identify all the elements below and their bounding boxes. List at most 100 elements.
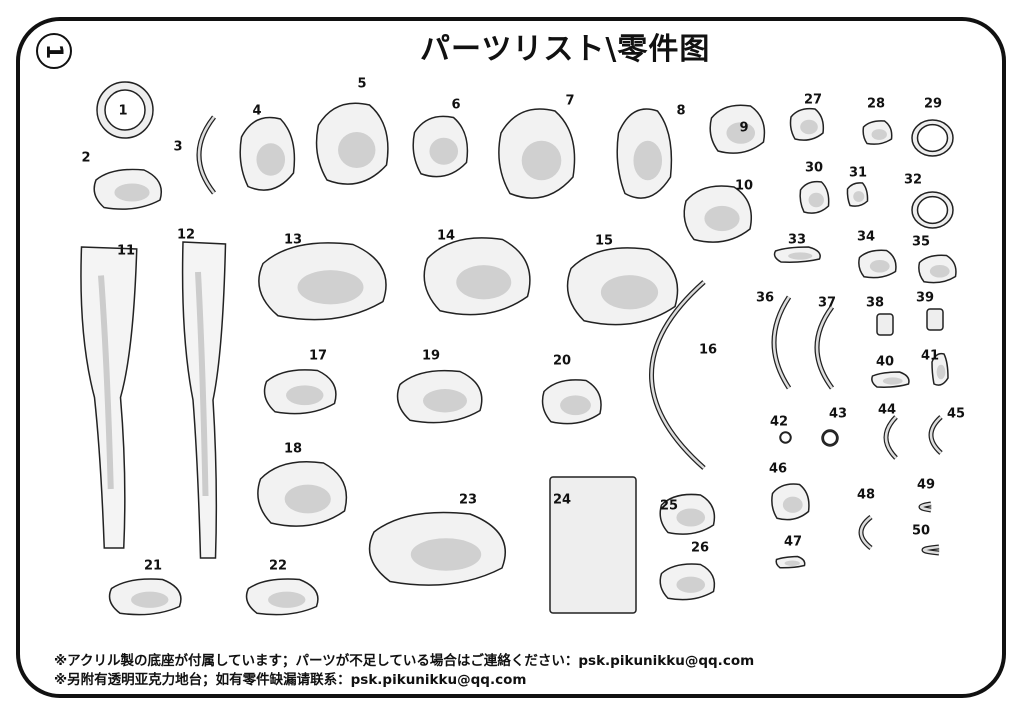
- part-shape: [926, 308, 944, 331]
- part-number-label: 41: [920, 348, 940, 364]
- part-17-illustration: [258, 365, 343, 420]
- part-shape: [918, 501, 932, 513]
- part-shape: [258, 242, 387, 321]
- part-shape: [709, 104, 766, 154]
- part-shape: [396, 369, 483, 424]
- page-title: パーツリスト\零件图: [420, 32, 711, 67]
- part-19-illustration: [390, 365, 490, 430]
- part-7-illustration: [492, 100, 582, 210]
- part-5-illustration: [310, 95, 395, 195]
- part-number-label: 45: [946, 406, 966, 422]
- page-number: 1: [41, 43, 67, 59]
- part-shape: [549, 476, 637, 614]
- part-shape: [181, 241, 227, 559]
- part-shape: [858, 249, 897, 279]
- part-3-illustration: [190, 115, 220, 195]
- part-number-label: 26: [690, 540, 710, 556]
- part-shape: [80, 246, 138, 549]
- part-number-label: 7: [565, 93, 575, 109]
- part-shape: [883, 415, 898, 460]
- part-number-label: 30: [804, 160, 824, 176]
- part-shape: [814, 305, 835, 390]
- part-number-label: 24: [552, 492, 572, 508]
- part-39-illustration: [925, 307, 945, 332]
- part-number-label: 18: [283, 441, 303, 457]
- part-number-label: 10: [734, 178, 754, 194]
- note-chinese: ※另附有透明亚克力地台；如有零件缺漏请联系：psk.pikunikku@qq.c…: [54, 672, 527, 688]
- part-number-label: 44: [877, 402, 897, 418]
- part-number-label: 43: [828, 406, 848, 422]
- part-25-illustration: [655, 490, 720, 540]
- part-number-label: 20: [552, 353, 572, 369]
- part-number-label: 40: [875, 354, 895, 370]
- part-number-label: 39: [915, 290, 935, 306]
- part-number-label: 2: [81, 150, 91, 166]
- note-japanese: ※アクリル製の底座が付属しています；パーツが不足している場合はご連絡ください：p…: [54, 653, 755, 669]
- part-49-illustration: [915, 497, 935, 513]
- part-35-illustration: [915, 252, 960, 287]
- part-shape: [498, 108, 576, 199]
- part-14-illustration: [415, 230, 540, 325]
- part-30-illustration: [797, 178, 832, 218]
- part-shape: [93, 168, 162, 210]
- part-number-label: 47: [783, 534, 803, 550]
- part-27-illustration: [787, 105, 827, 145]
- part-shape: [911, 119, 954, 157]
- part-shape: [239, 116, 296, 191]
- part-41-illustration: [930, 350, 950, 390]
- part-number-label: 16: [698, 342, 718, 358]
- part-34-illustration: [855, 247, 900, 282]
- part-10-illustration: [678, 180, 758, 250]
- part-12-illustration: [178, 240, 228, 560]
- part-number-label: 3: [173, 139, 183, 155]
- part-number-label: 31: [848, 165, 868, 181]
- part-45-illustration: [925, 415, 945, 455]
- part-36-illustration: [765, 295, 795, 390]
- part-shape: [257, 460, 348, 527]
- part-48-illustration: [855, 515, 875, 550]
- part-number-label: 21: [143, 558, 163, 574]
- part-9-illustration: [705, 100, 770, 160]
- part-23-illustration: [358, 505, 518, 595]
- part-shape: [368, 511, 507, 586]
- part-26-illustration: [655, 560, 720, 605]
- part-shape: [659, 493, 716, 535]
- part-number-label: 12: [176, 227, 196, 243]
- part-shape: [683, 185, 752, 243]
- part-33-illustration: [770, 245, 825, 265]
- part-shape: [616, 108, 673, 199]
- part-number-label: 36: [755, 290, 775, 306]
- part-21-illustration: [103, 575, 188, 620]
- part-37-illustration: [808, 305, 838, 390]
- part-shape: [566, 247, 679, 326]
- part-18-illustration: [250, 455, 355, 535]
- part-number-label: 37: [817, 295, 837, 311]
- part-number-label: 42: [769, 414, 789, 430]
- part-43-illustration: [820, 428, 840, 448]
- part-number-label: 22: [268, 558, 288, 574]
- part-number-label: 49: [916, 477, 936, 493]
- part-number-label: 8: [676, 103, 686, 119]
- part-shape: [245, 578, 319, 616]
- part-number-label: 35: [911, 234, 931, 250]
- part-shape: [821, 429, 839, 447]
- part-46-illustration: [768, 480, 813, 525]
- part-shape: [649, 280, 706, 470]
- part-shape: [412, 115, 469, 178]
- part-13-illustration: [248, 235, 398, 330]
- part-shape: [541, 379, 602, 425]
- part-number-label: 34: [856, 229, 876, 245]
- part-shape: [846, 182, 869, 207]
- part-number-label: 29: [923, 96, 943, 112]
- part-shape: [911, 191, 954, 229]
- part-shape: [196, 115, 216, 195]
- part-11-illustration: [75, 245, 140, 550]
- part-42-illustration: [778, 430, 793, 445]
- part-shape: [779, 431, 792, 444]
- part-shape: [918, 254, 957, 284]
- part-shape: [423, 237, 531, 316]
- part-8-illustration: [612, 100, 677, 210]
- part-number-label: 5: [357, 76, 367, 92]
- part-number-label: 28: [866, 96, 886, 112]
- part-number-label: 15: [594, 233, 614, 249]
